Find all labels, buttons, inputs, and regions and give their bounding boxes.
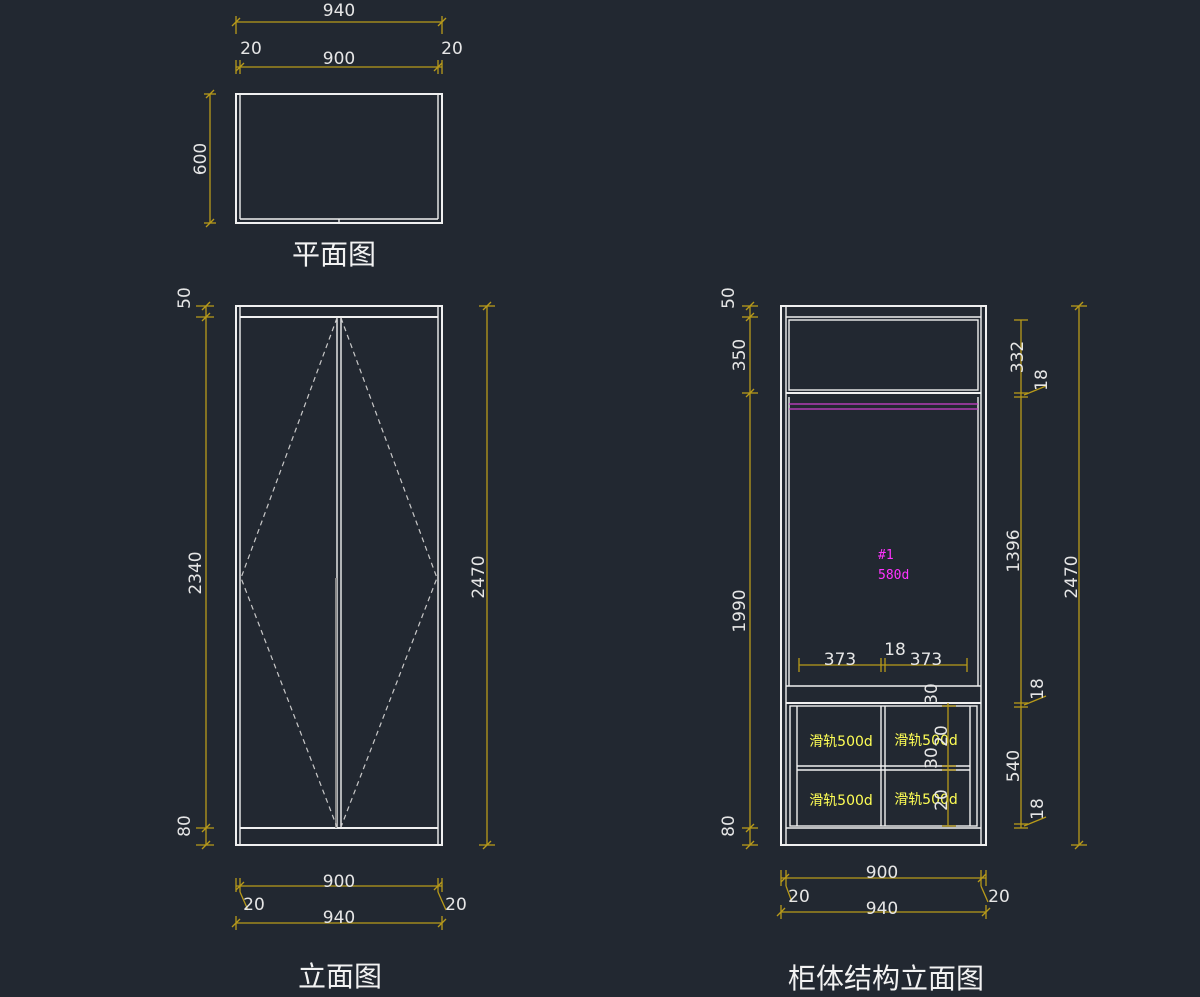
drawer-tl-label: 滑轨500d <box>809 733 873 750</box>
struct-right-dim <box>1071 301 1087 850</box>
elev-outline <box>235 305 443 846</box>
elev-total-height: 2470 <box>469 555 489 598</box>
elevation-title: 立面图 <box>298 960 382 993</box>
drawer-bl-label: 滑轨500d <box>809 792 873 809</box>
structure-view: 滑轨500d 滑轨500d 滑轨500d 滑轨500d #1 580d 373 … <box>719 287 1087 995</box>
struct-inner-right-dim <box>1014 319 1047 829</box>
elev-bottom-dims <box>231 878 447 930</box>
drawer-zone <box>789 705 978 827</box>
plan-overall-width: 940 <box>323 1 355 21</box>
drawer-br-label: 滑轨500d <box>894 791 958 808</box>
rod-length: 580d <box>878 568 909 583</box>
elev-left-dim <box>196 301 214 850</box>
plan-side-right: 20 <box>441 39 463 59</box>
struct-main-dim: 1990 <box>730 589 750 632</box>
structure-title: 柜体结构立面图 <box>788 962 984 995</box>
struct-shelf-thk-3: 18 <box>1028 798 1048 820</box>
struct-inner-width: 900 <box>866 863 898 883</box>
elev-bottom-dim: 80 <box>175 815 195 837</box>
elev-side-left: 20 <box>243 895 265 915</box>
drawer-gap-top: 30 <box>922 683 942 705</box>
struct-overall-width: 940 <box>866 899 898 919</box>
elev-inner-width: 900 <box>323 872 355 892</box>
plan-view: 940 900 20 20 600 平面图 <box>191 1 463 271</box>
elev-overall-width: 940 <box>323 908 355 928</box>
plan-dim-900 <box>235 60 443 74</box>
elevation-view: 50 2340 80 2470 900 <box>175 287 495 993</box>
right-door-swing <box>340 317 438 828</box>
plan-inner-width: 900 <box>323 49 355 69</box>
struct-hanging-dim: 1396 <box>1004 529 1024 572</box>
drawer-gap-b: 20 <box>932 789 952 811</box>
plan-dim-600 <box>204 89 216 228</box>
struct-top-dim: 50 <box>719 287 739 309</box>
drawer-width-dims <box>798 658 968 672</box>
drawer-width-left: 373 <box>824 650 856 670</box>
plan-outline <box>235 93 443 224</box>
plan-title: 平面图 <box>292 238 376 271</box>
struct-top-shelf-dim: 332 <box>1008 341 1028 373</box>
struct-left-dim <box>742 301 758 850</box>
drawer-gap-mid: 30 <box>922 747 942 769</box>
struct-drawer-zone-dim: 540 <box>1004 750 1024 782</box>
drawer-width-right: 373 <box>910 650 942 670</box>
elev-side-right: 20 <box>445 895 467 915</box>
drawer-gap-a: 20 <box>932 725 952 747</box>
elev-middle-dim: 2340 <box>186 551 206 594</box>
plan-depth: 600 <box>191 143 211 175</box>
rod-id: #1 <box>878 548 894 563</box>
drawer-tr-label: 滑轨500d <box>894 732 958 749</box>
plan-side-left: 20 <box>240 39 262 59</box>
elev-right-dim <box>479 301 495 850</box>
struct-outline <box>780 305 987 846</box>
drawer-gap-dims <box>942 703 956 827</box>
struct-side-right: 20 <box>988 887 1010 907</box>
struct-shelf-thk-2: 18 <box>1028 678 1048 700</box>
struct-side-left: 20 <box>788 887 810 907</box>
left-door-swing <box>240 317 338 828</box>
struct-top-compartment <box>788 319 979 391</box>
struct-bottom-dims <box>776 870 991 919</box>
struct-bottom-dim: 80 <box>719 815 739 837</box>
elev-top-dim: 50 <box>175 287 195 309</box>
struct-total-height: 2470 <box>1062 555 1082 598</box>
struct-upper-dim: 350 <box>730 339 750 371</box>
struct-shelf-thk-1: 18 <box>1032 369 1052 391</box>
plan-dim-940 <box>231 16 447 34</box>
drawer-divider-dim: 18 <box>884 640 906 660</box>
